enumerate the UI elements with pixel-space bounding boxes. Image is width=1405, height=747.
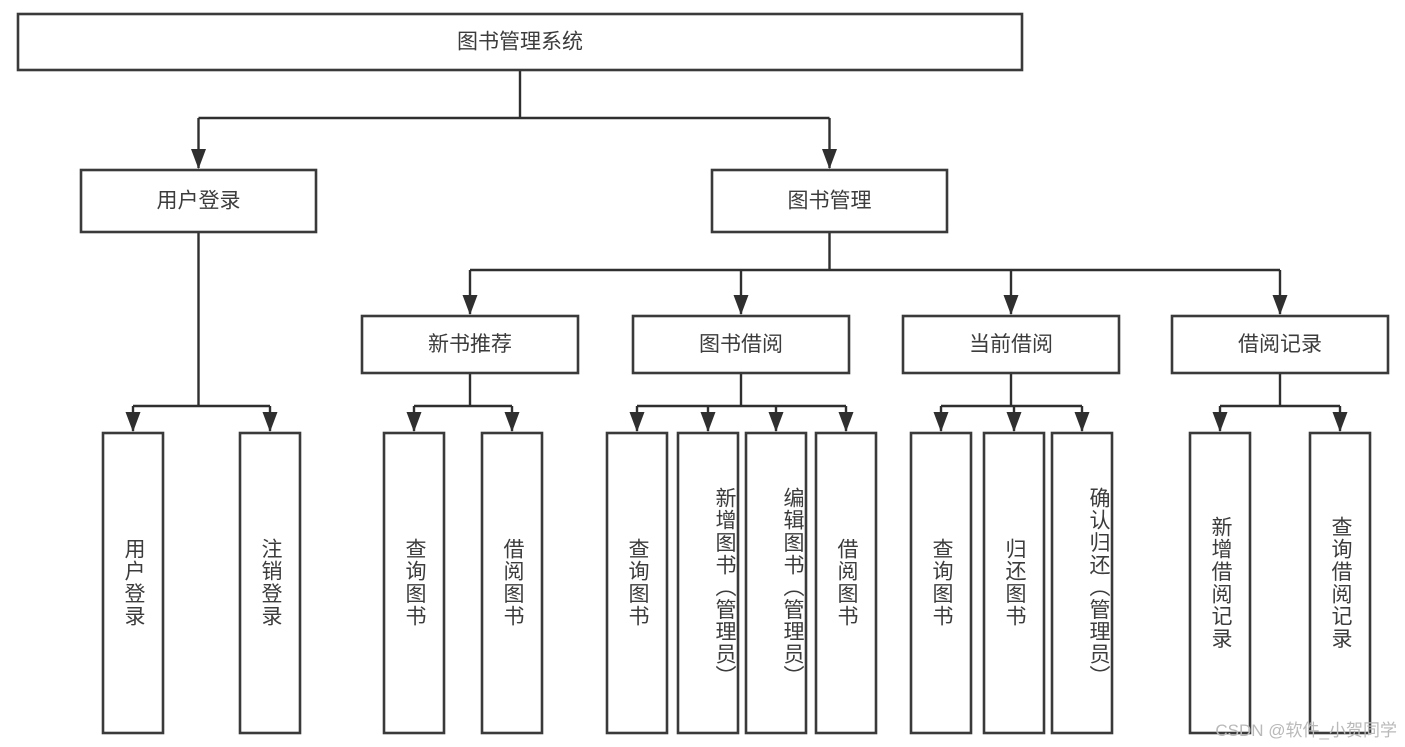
arrow-head-icon bbox=[700, 412, 716, 432]
arrow-head-icon bbox=[838, 412, 854, 432]
node-box-leaf-query-record[interactable] bbox=[1308, 431, 1372, 735]
arrow-head-icon bbox=[933, 412, 949, 432]
node-label-root: 图书管理系统 bbox=[457, 31, 583, 54]
node-label-user-login: 用户登录 bbox=[157, 190, 241, 213]
arrow-head-icon bbox=[125, 412, 141, 432]
node-box-root[interactable] bbox=[16, 12, 1024, 72]
node-box-leaf-query-book-cur[interactable] bbox=[909, 431, 973, 735]
node-box-book-manage[interactable] bbox=[710, 168, 949, 234]
arrow-head-icon bbox=[1332, 412, 1348, 432]
node-box-leaf-query-book-rec[interactable] bbox=[382, 431, 446, 735]
arrow-head-icon bbox=[406, 412, 422, 432]
arrow-head-icon bbox=[822, 149, 837, 169]
node-box-leaf-return-book[interactable] bbox=[982, 431, 1046, 735]
node-box-current-borrow[interactable] bbox=[901, 314, 1121, 375]
node-box-book-borrow[interactable] bbox=[631, 314, 851, 375]
node-box-leaf-borrow-book-rec[interactable] bbox=[480, 431, 544, 735]
arrow-head-icon bbox=[462, 295, 478, 315]
node-label-book-manage: 图书管理 bbox=[788, 190, 872, 213]
node-label-book-borrow: 图书借阅 bbox=[699, 333, 783, 356]
arrow-head-icon bbox=[1003, 295, 1019, 315]
arrow-head-icon bbox=[1212, 412, 1228, 432]
node-box-leaf-user-logout[interactable] bbox=[238, 431, 302, 735]
node-box-new-book-rec[interactable] bbox=[360, 314, 580, 375]
arrow-head-icon bbox=[1006, 412, 1022, 432]
node-box-leaf-query-book[interactable] bbox=[605, 431, 669, 735]
arrow-head-icon bbox=[1272, 295, 1288, 315]
arrow-head-icon bbox=[504, 412, 520, 432]
node-box-leaf-add-record[interactable] bbox=[1188, 431, 1252, 735]
node-box-leaf-borrow-book[interactable] bbox=[814, 431, 878, 735]
node-label-new-book-rec: 新书推荐 bbox=[428, 333, 512, 356]
arrow-head-icon bbox=[191, 149, 206, 169]
node-box-leaf-user-login[interactable] bbox=[101, 431, 165, 735]
arrow-head-icon bbox=[629, 412, 645, 432]
node-box-borrow-record[interactable] bbox=[1170, 314, 1390, 375]
node-label-current-borrow: 当前借阅 bbox=[969, 333, 1053, 356]
arrow-head-icon bbox=[768, 412, 784, 432]
node-label-borrow-record: 借阅记录 bbox=[1238, 333, 1322, 356]
node-box-leaf-confirm-return[interactable] bbox=[1050, 431, 1114, 735]
node-box-user-login[interactable] bbox=[79, 168, 318, 234]
node-box-leaf-edit-book[interactable] bbox=[744, 431, 808, 735]
arrow-head-icon bbox=[733, 295, 749, 315]
arrow-head-icon bbox=[1074, 412, 1090, 432]
arrow-head-icon bbox=[262, 412, 278, 432]
node-box-leaf-add-book[interactable] bbox=[676, 431, 740, 735]
connectors-layer bbox=[125, 70, 1348, 432]
